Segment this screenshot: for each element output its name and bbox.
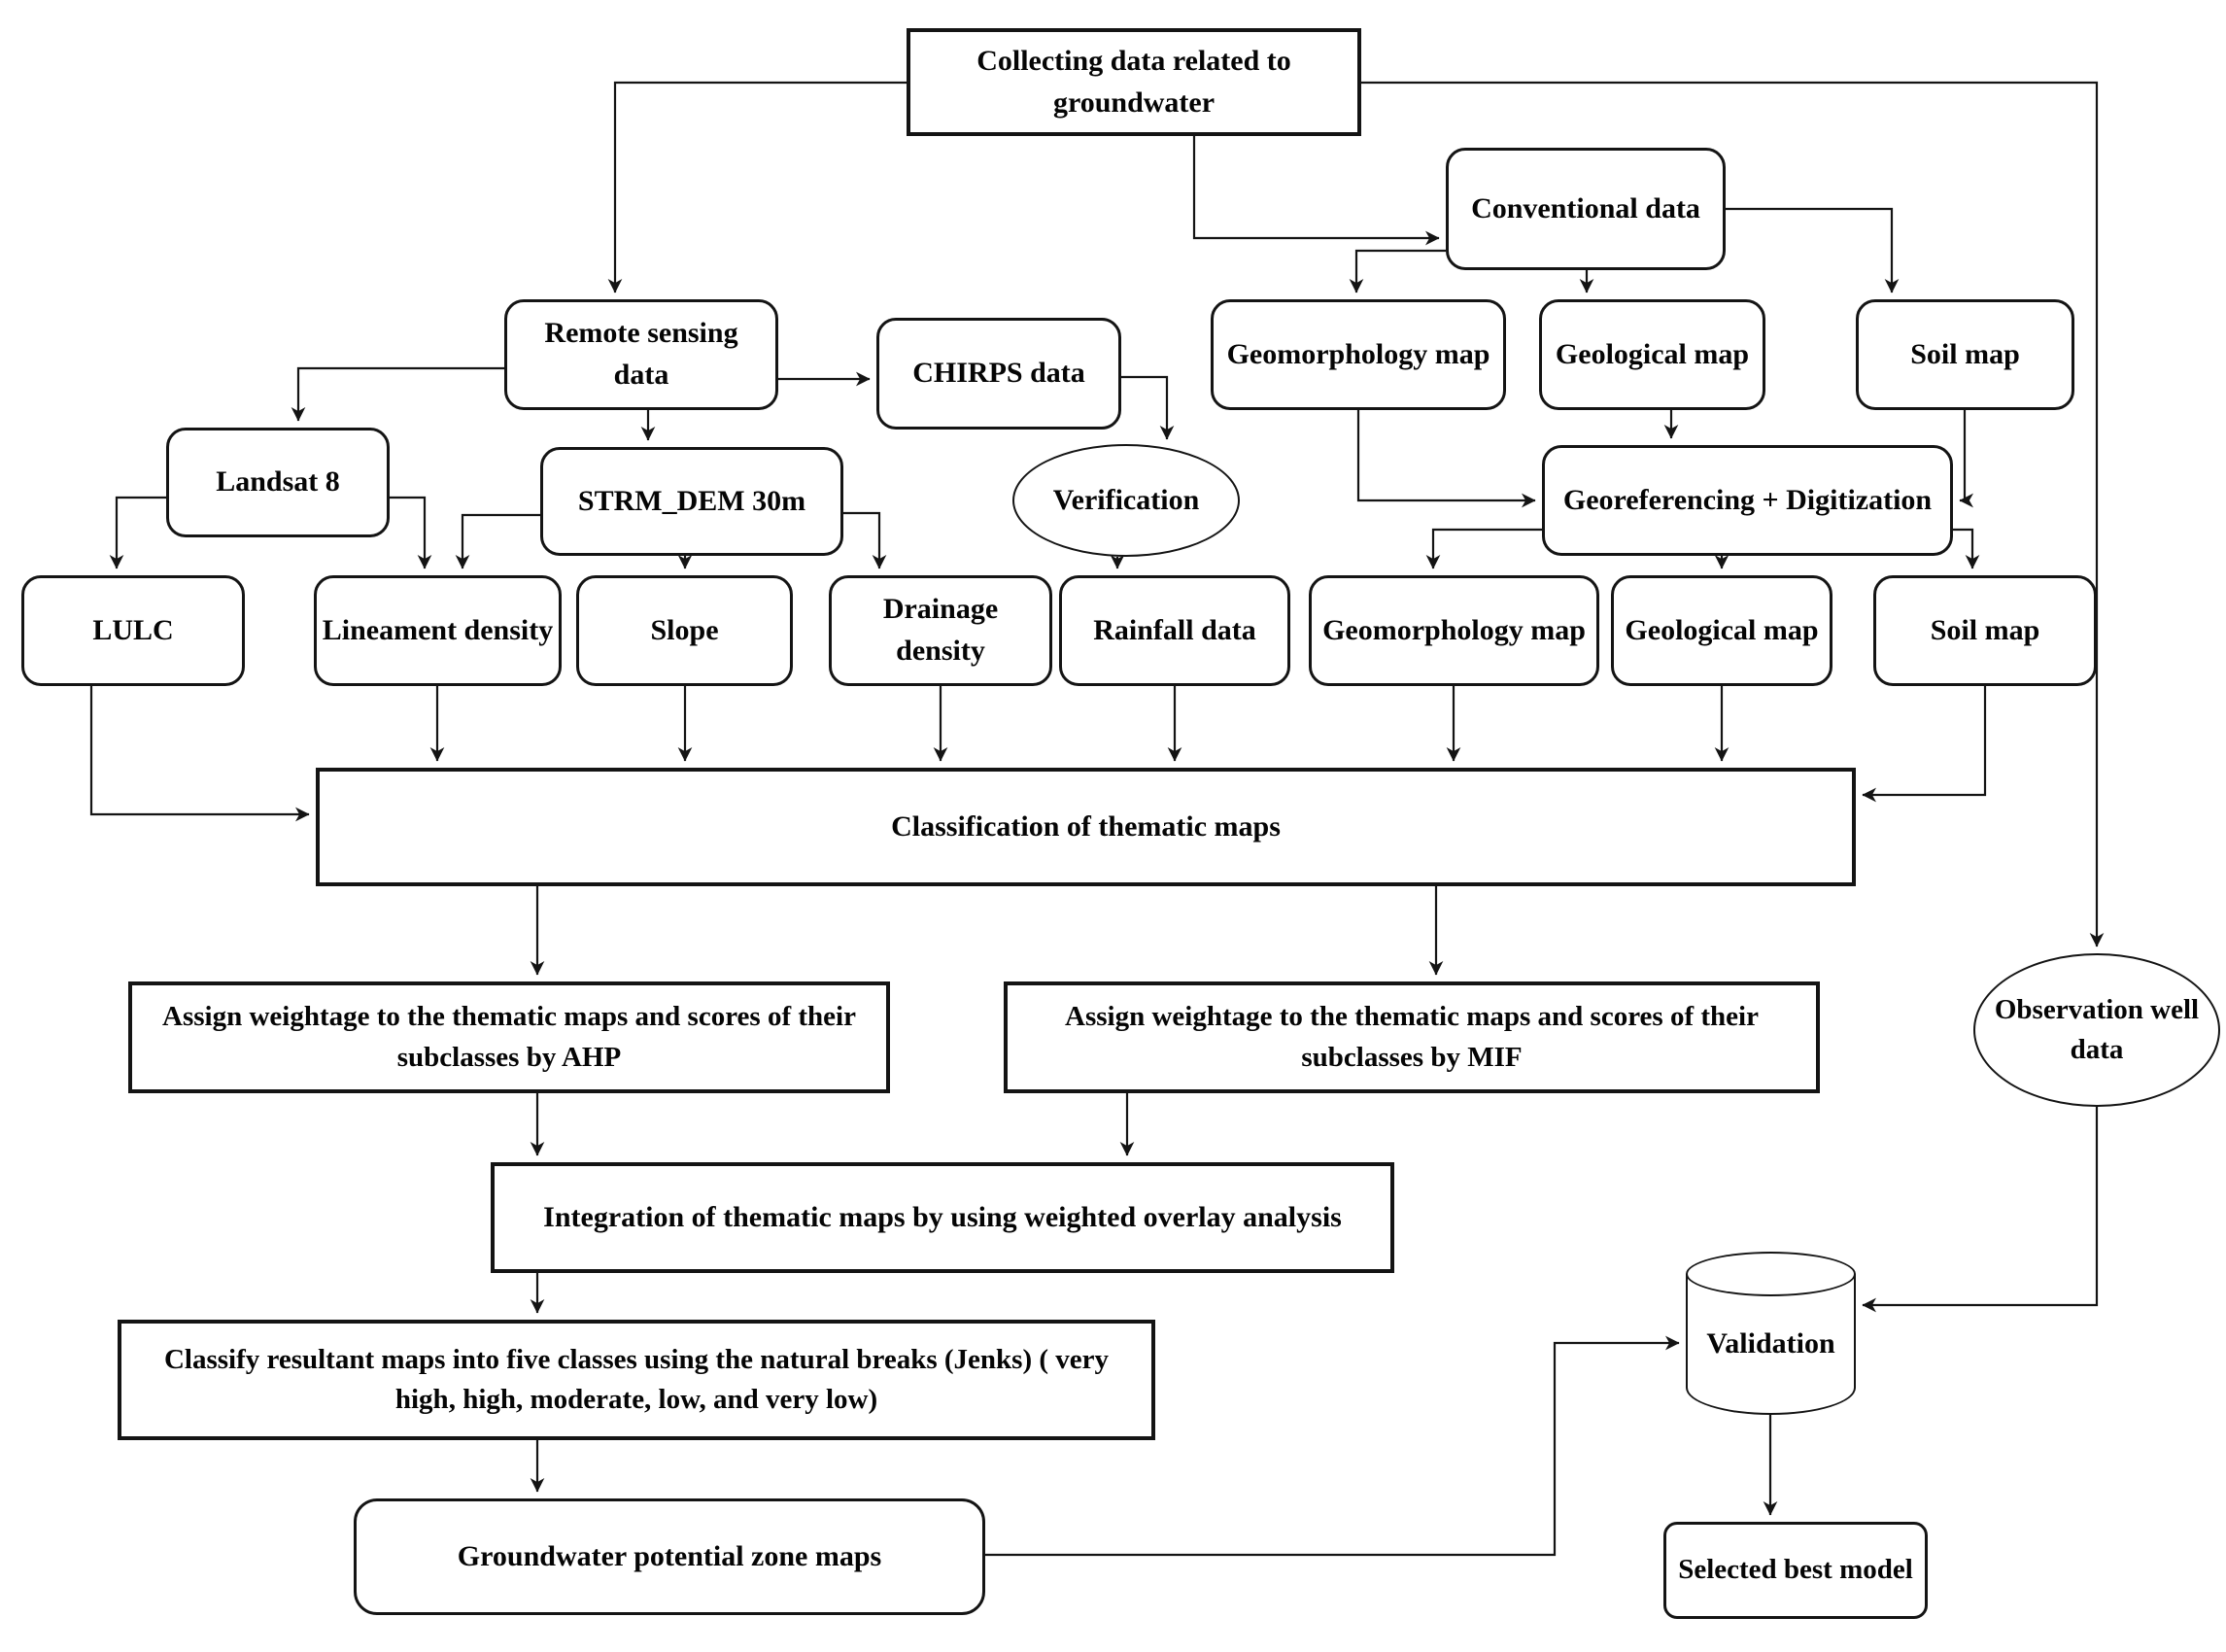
edge-soil-map-source-to-georeferencing [1959, 410, 1973, 508]
node-label: Georeferencing + Digitization [1562, 483, 1933, 516]
edge-collecting-to-conventional [1192, 136, 1440, 246]
node-label: Assign weightage to the thematic maps an… [162, 1001, 856, 1073]
node-remote-sensing-data: Remote sensing data [504, 299, 778, 410]
node-chirps-data: CHIRPS data [876, 318, 1121, 430]
node-lulc: LULC [21, 575, 245, 686]
node-label: Classification of thematic maps [891, 809, 1281, 843]
node-label: Observation well data [1994, 993, 2200, 1065]
node-label: Remote sensing data [544, 317, 738, 391]
node-groundwater-potential-zone-maps: Groundwater potential zone maps [354, 1498, 985, 1615]
node-integration-weighted-overlay: Integration of thematic maps by using we… [491, 1162, 1394, 1273]
node-label: CHIRPS data [912, 357, 1085, 390]
edge-conventional-to-soil-map-source [1726, 207, 1900, 293]
node-geomorphology-map-thematic: Geomorphology map [1309, 575, 1599, 686]
edge-gwpz-to-validation [985, 1335, 1680, 1557]
node-geological-map-source: Geological map [1539, 299, 1765, 410]
node-soil-map-thematic: Soil map [1873, 575, 2097, 686]
node-conventional-data: Conventional data [1446, 148, 1726, 270]
edge-soil-map-thematic-to-classification [1862, 686, 1987, 803]
node-label: Drainage density [882, 593, 999, 667]
edge-landsat-8-to-lineament-density [390, 496, 432, 569]
node-validation-cylinder: Validation [1686, 1274, 1856, 1415]
node-label: Geomorphology map [1322, 613, 1586, 646]
edge-geomorphology-map-source-to-georeferencing [1356, 410, 1536, 508]
node-label: Slope [650, 613, 719, 646]
edge-strm-dem-to-lineament-density [455, 513, 540, 569]
edge-georeferencing-to-geomorphology-map-thematic [1425, 528, 1542, 569]
node-drainage-density: Drainage density [829, 575, 1052, 686]
node-classification-of-thematic-maps: Classification of thematic maps [316, 768, 1856, 886]
node-lineament-density: Lineament density [314, 575, 562, 686]
node-label: Geological map [1625, 613, 1819, 646]
edge-observation-well-to-validation [1862, 1107, 2099, 1313]
node-label: STRM_DEM 30m [577, 484, 806, 517]
node-classify-natural-breaks-jenks: Classify resultant maps into five classe… [118, 1320, 1155, 1440]
node-assign-weightage-mif: Assign weightage to the thematic maps an… [1004, 981, 1820, 1093]
node-geomorphology-map-source: Geomorphology map [1211, 299, 1506, 410]
node-label: Collecting data related to groundwater [976, 44, 1291, 119]
edge-conventional-to-geomorphology-map-source [1349, 249, 1446, 293]
edge-collecting-to-remote-sensing [607, 81, 907, 293]
node-label: Geological map [1555, 337, 1750, 370]
node-label: Groundwater potential zone maps [457, 1539, 882, 1572]
node-observation-well-data: Observation well data [1973, 953, 2220, 1107]
node-label: Assign weightage to the thematic maps an… [1065, 1001, 1759, 1073]
node-assign-weightage-ahp: Assign weightage to the thematic maps an… [128, 981, 890, 1093]
edge-georeferencing-to-soil-map-thematic [1953, 528, 1980, 569]
node-label: Landsat 8 [216, 465, 340, 499]
node-label: Lineament density [322, 613, 554, 646]
node-label: Soil map [1930, 613, 2040, 646]
node-verification: Verification [1012, 444, 1240, 557]
edge-collecting-to-observation-well [1361, 81, 2105, 947]
node-label: Conventional data [1471, 191, 1700, 224]
edge-chirps-to-verification [1121, 375, 1175, 440]
node-selected-best-model: Selected best model [1663, 1522, 1928, 1619]
node-label: Soil map [1910, 337, 2020, 370]
edge-strm-dem-to-drainage-density [843, 511, 887, 569]
edge-lulc-to-classification [89, 686, 310, 822]
node-label: Validation [1706, 1326, 1835, 1359]
node-rainfall-data: Rainfall data [1059, 575, 1290, 686]
node-label: Selected best model [1678, 1554, 1913, 1586]
node-label: Geomorphology map [1226, 337, 1490, 370]
node-label: Rainfall data [1093, 613, 1256, 646]
node-geological-map-thematic: Geological map [1611, 575, 1832, 686]
node-georeferencing-digitization: Georeferencing + Digitization [1542, 445, 1953, 556]
node-soil-map-source: Soil map [1856, 299, 2074, 410]
node-landsat-8: Landsat 8 [166, 428, 390, 537]
node-label: Integration of thematic maps by using we… [543, 1200, 1342, 1233]
node-collecting-data: Collecting data related to groundwater [907, 28, 1361, 136]
node-label: LULC [92, 613, 174, 646]
node-slope: Slope [576, 575, 793, 686]
node-label: Verification [1052, 483, 1200, 516]
edge-remote-sensing-to-landsat-8 [291, 366, 504, 422]
node-strm-dem-30m: STRM_DEM 30m [540, 447, 843, 556]
validation-cylinder-top [1686, 1252, 1856, 1296]
node-label: Classify resultant maps into five classe… [163, 1343, 1110, 1415]
edge-landsat-8-to-lulc [109, 496, 166, 569]
